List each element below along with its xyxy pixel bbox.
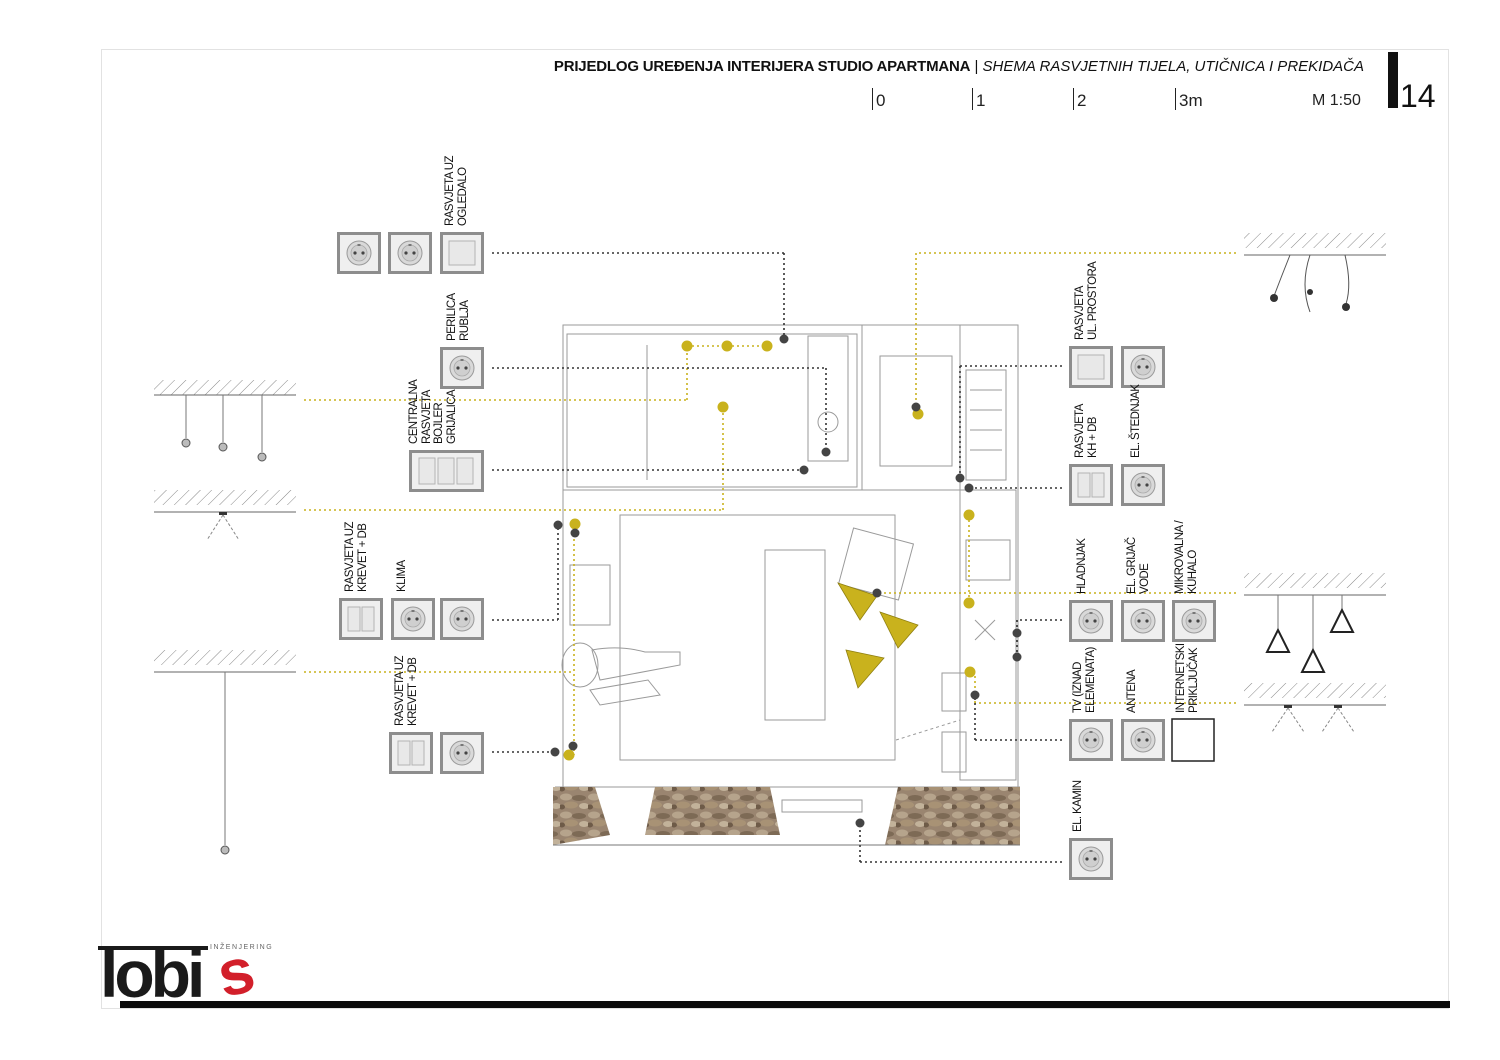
pendant-lamp-icon	[154, 650, 296, 855]
socket-icon	[390, 597, 436, 641]
socket-icon	[1068, 837, 1114, 881]
electrical-connections	[492, 252, 1062, 863]
socket-icon	[1120, 718, 1166, 762]
title-separator: |	[974, 58, 979, 75]
logo-tagline: INŽENJERING	[210, 944, 274, 951]
scale-ratio: M 1:50	[1312, 92, 1361, 109]
socket-icon	[1171, 599, 1217, 643]
page-subtitle: SHEMA RASVJETNIH TIJELA, UTIČNICA I PREK…	[982, 58, 1364, 75]
triple-switch-icon	[409, 450, 484, 492]
socket-icon	[439, 731, 485, 775]
socket-icon	[1068, 599, 1114, 643]
drawing-sheet	[101, 49, 1449, 1009]
socket-icon	[336, 231, 382, 275]
spot-light-icon	[1244, 683, 1386, 733]
socket-icon	[1068, 718, 1114, 762]
internet-port-icon	[1171, 718, 1215, 762]
page-title: PRIJEDLOG UREĐENJA INTERIJERA STUDIO APA…	[553, 58, 971, 75]
pendant-lamp-icon	[154, 380, 296, 462]
stone-wall	[553, 787, 1020, 846]
logo-name: lobi	[100, 937, 205, 1011]
outlet-dots	[550, 334, 1022, 828]
apartment-floor-plan	[555, 324, 1020, 813]
scale-tick-1: 1	[972, 88, 985, 110]
company-logo: lobi s INŽENJERING	[98, 933, 278, 1011]
socket-icon	[1120, 345, 1166, 389]
pendant-lamp-icon	[1244, 233, 1386, 313]
triangle-lamp-icon	[837, 582, 919, 689]
socket-icon	[1120, 599, 1166, 643]
light-fixture-dots	[563, 340, 976, 761]
scale-tick-0: 0	[872, 88, 885, 110]
spot-light-icon	[154, 490, 296, 541]
double-switch-icon	[388, 731, 434, 775]
switch-icon	[439, 231, 485, 275]
page-number-bar	[1388, 52, 1398, 108]
footer-rule	[120, 1001, 1450, 1008]
double-switch-icon	[338, 597, 384, 641]
scale-tick-2: 2	[1073, 88, 1086, 110]
page-number: 14	[1400, 78, 1436, 114]
socket-icon	[1120, 463, 1166, 507]
switch-icon	[1068, 345, 1114, 389]
title-block: PRIJEDLOG UREĐENJA INTERIJERA STUDIO APA…	[0, 58, 1364, 75]
triangle-lamp-icon	[1244, 573, 1386, 673]
scale-tick-3: 3m	[1175, 88, 1203, 110]
double-switch-icon	[1068, 463, 1114, 507]
logo-bar	[98, 946, 208, 950]
socket-icon	[439, 597, 485, 641]
socket-icon	[387, 231, 433, 275]
